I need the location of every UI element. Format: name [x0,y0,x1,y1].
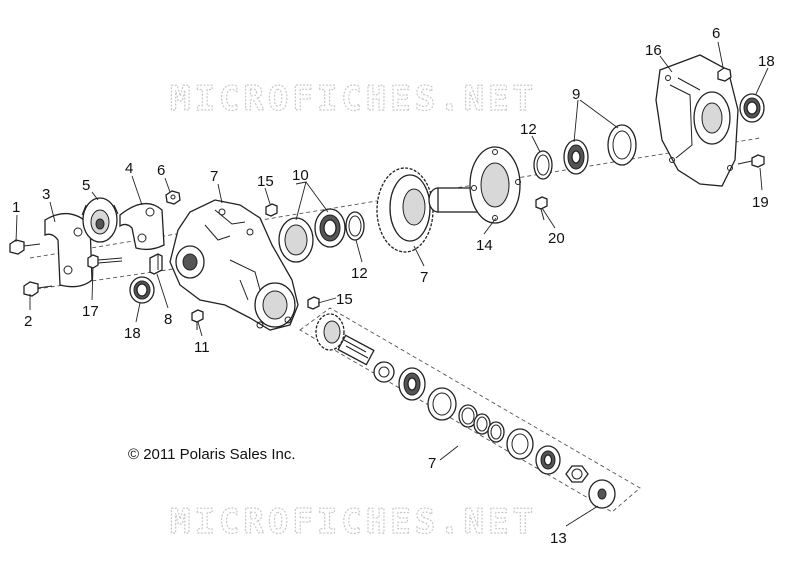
pinion-enclosure [299,307,641,513]
callout-6-left: 6 [157,162,165,179]
pinion-shaft[interactable] [315,313,375,366]
callout-9: 9 [572,86,580,103]
pinion-shim-3[interactable] [487,421,505,443]
watermark-top: MICROFICHES.NET [170,79,537,119]
part-19-bolt[interactable] [737,154,765,168]
callout-15-lower: 15 [336,291,353,308]
pinion-washer[interactable] [373,361,395,383]
part-12-ring-left[interactable] [345,211,365,241]
pinion-bearing-1[interactable] [398,367,426,401]
part-13-washer[interactable] [588,479,616,509]
part-3-bracket[interactable] [44,213,93,288]
part-15-bolt-lower[interactable] [307,296,320,310]
part-6-nut-left[interactable] [165,190,181,205]
part-16-cover[interactable] [655,54,739,187]
part-7-housing[interactable] [169,199,299,331]
callout-16: 16 [645,42,662,59]
callout-4: 4 [125,160,133,177]
callout-12-left: 12 [351,265,368,282]
part-18-seal-left[interactable] [129,276,155,304]
callout-15-upper: 15 [257,173,274,190]
part-9-bearing[interactable] [563,124,637,175]
callout-7-gear: 7 [420,269,428,286]
assembly-axis [29,137,761,259]
callout-6-right: 6 [712,25,720,42]
callout-5: 5 [82,177,90,194]
part-4-bracket[interactable] [119,203,165,251]
pinion-race[interactable] [427,387,457,421]
pinion-nut[interactable] [565,465,589,483]
part-15-bolt-upper[interactable] [265,203,278,217]
part-7-ring-gear[interactable] [376,167,434,253]
pinion-shim-2[interactable] [473,413,491,435]
part-17-stud[interactable] [87,254,123,269]
callout-7-pinion: 7 [428,455,436,472]
part-18-seal-right[interactable] [739,93,765,123]
callout-18-right: 18 [758,53,775,70]
watermark-bottom: MICROFICHES.NET [170,502,537,542]
pinion-race-2[interactable] [506,428,534,460]
callout-17: 17 [82,303,99,320]
callout-19: 19 [752,194,769,211]
callout-1: 1 [12,199,20,216]
callout-12-right: 12 [520,121,537,138]
part-10-bearing[interactable] [278,208,346,263]
copyright-text: © 2011 Polaris Sales Inc. [128,446,296,463]
part-5-mount[interactable] [81,197,119,243]
callout-10: 10 [292,167,309,184]
part-12-ring-right[interactable] [533,150,553,180]
callout-14: 14 [476,237,493,254]
callout-3: 3 [42,186,50,203]
part-6-nut-right[interactable] [717,67,732,82]
callouts: 1 2 3 4 5 6 6 7 7 7 8 9 10 11 12 12 13 1… [12,25,775,547]
part-2-bolt[interactable] [23,281,53,297]
callout-20: 20 [548,230,565,247]
part-20-bolt[interactable] [535,196,548,221]
part-14-flange[interactable] [428,146,521,224]
callout-2: 2 [24,313,32,330]
callout-18-left: 18 [124,325,141,342]
callout-11: 11 [194,339,210,356]
part-8-block[interactable] [149,253,163,275]
pinion-bearing-2[interactable] [535,445,561,475]
callout-7-housing: 7 [210,168,218,185]
leader-lines [15,41,769,527]
part-11-bolt[interactable] [191,309,204,330]
callout-8: 8 [164,311,172,328]
callout-13: 13 [550,530,567,547]
part-1-bolt[interactable] [9,239,41,255]
